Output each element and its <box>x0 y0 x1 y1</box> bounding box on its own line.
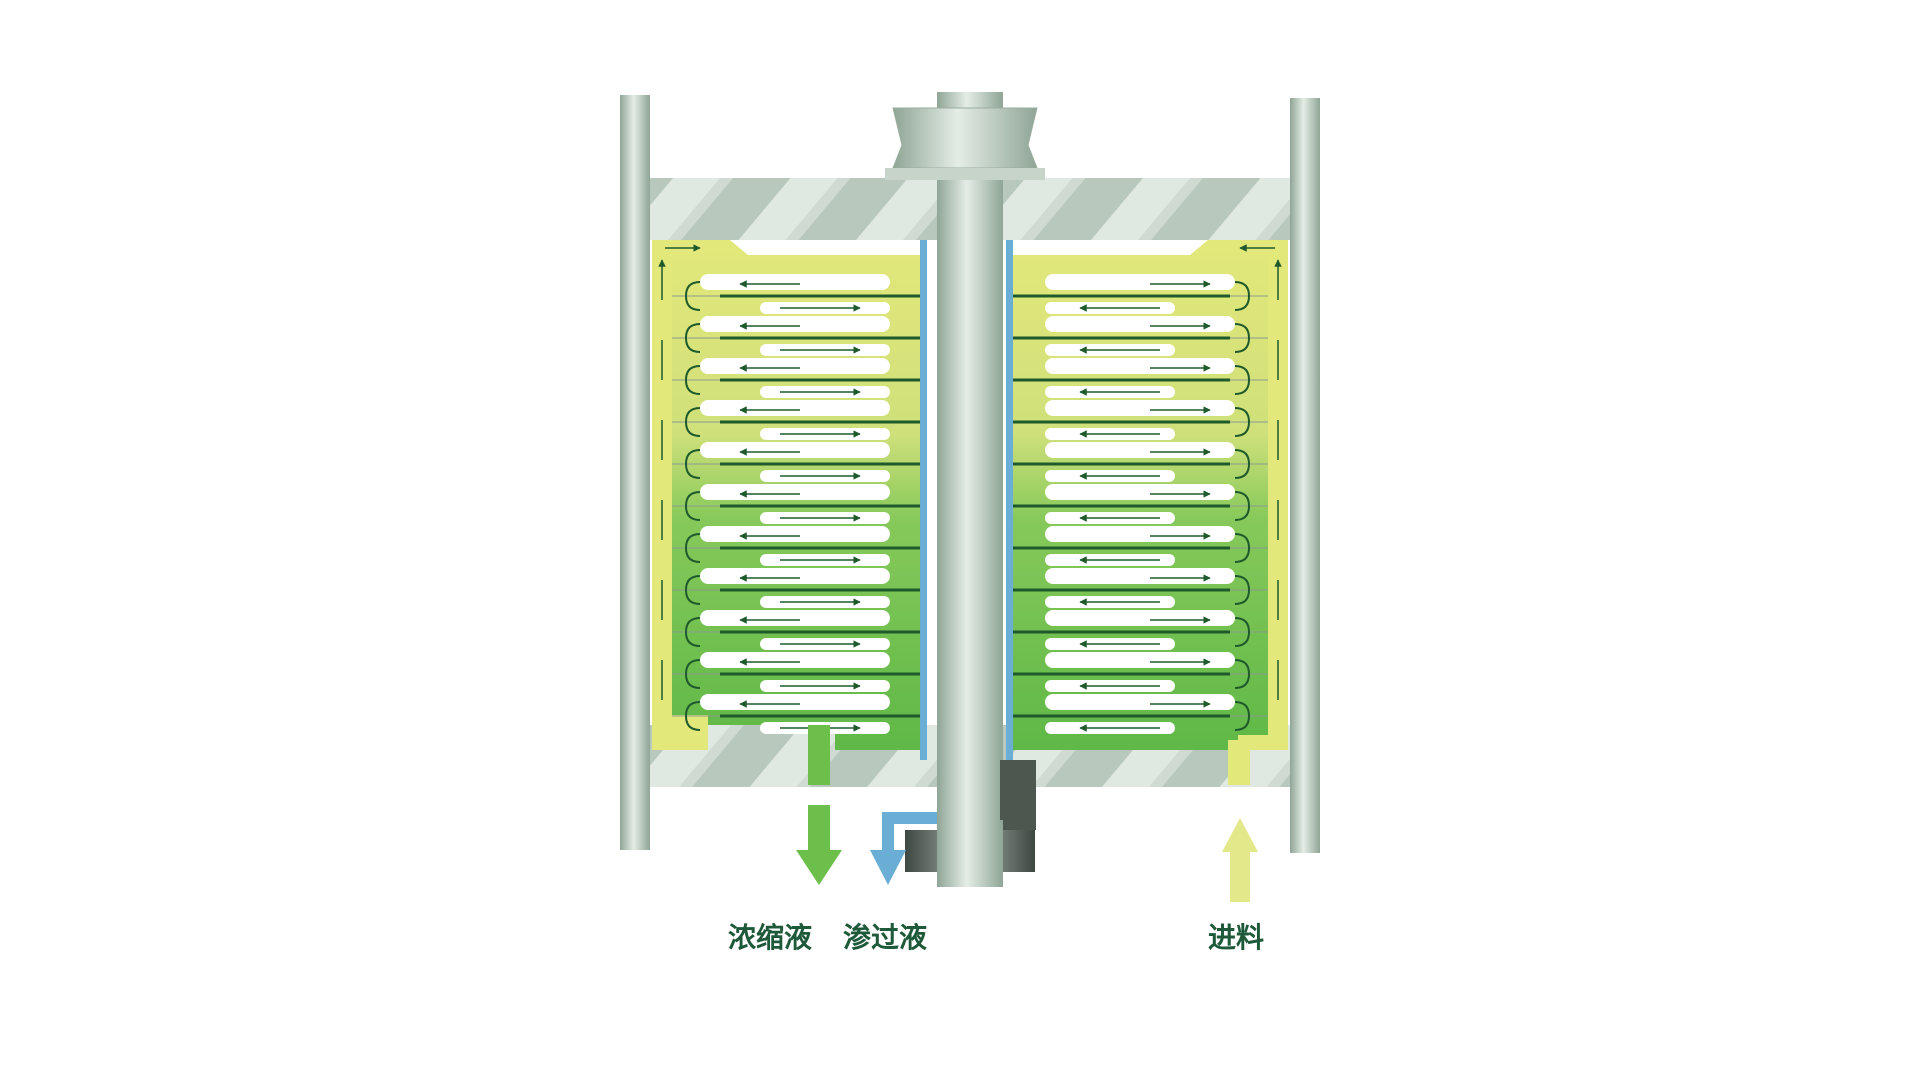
concentrate-label: 浓缩液 <box>728 921 812 954</box>
separator-slot <box>700 442 890 458</box>
flow-uturn <box>1234 407 1251 437</box>
separator-slot <box>1045 316 1235 332</box>
flow-uturn <box>1234 575 1251 605</box>
separator-slot <box>1045 694 1235 710</box>
flow-uturn <box>1234 365 1251 395</box>
central-bolt <box>937 92 1003 887</box>
feed-label: 进料 <box>1208 921 1264 954</box>
flow-uturn <box>684 701 701 731</box>
right-tie-rod <box>1290 98 1320 853</box>
permeate-label: 渗过液 <box>843 921 927 954</box>
flow-uturn <box>1234 617 1251 647</box>
separator-slot <box>1045 652 1235 668</box>
separator-slot <box>1045 400 1235 416</box>
separator-slot <box>700 358 890 374</box>
separator-slot <box>1045 484 1235 500</box>
flow-uturn <box>1234 323 1251 353</box>
feed-inlet-arrow <box>1222 818 1258 902</box>
flow-uturn <box>1234 449 1251 479</box>
flow-arrows <box>658 244 1282 732</box>
permeate-channel-left <box>920 240 927 760</box>
separator-slot <box>1045 526 1235 542</box>
permeate-outlet-arrow <box>870 812 937 885</box>
flow-uturn <box>1234 533 1251 563</box>
flow-uturn <box>684 575 701 605</box>
flow-uturn <box>684 659 701 689</box>
central-bolt-end <box>937 820 1003 885</box>
flow-uturn <box>684 365 701 395</box>
flow-uturn <box>1234 659 1251 689</box>
separator-slot <box>700 694 890 710</box>
separator-slot <box>700 316 890 332</box>
flow-uturn <box>684 407 701 437</box>
separator-slot <box>700 610 890 626</box>
feed-pipe <box>1228 740 1250 785</box>
separator-slot <box>700 652 890 668</box>
flow-uturn <box>684 323 701 353</box>
separator-slot <box>1045 610 1235 626</box>
separator-slot <box>700 484 890 500</box>
flow-uturn <box>1234 491 1251 521</box>
hex-nut <box>885 107 1045 180</box>
flow-uturn <box>684 449 701 479</box>
right-membrane-slots <box>1013 274 1268 734</box>
separator-slot <box>700 568 890 584</box>
separator-slot <box>1045 274 1235 290</box>
flow-uturn <box>1234 281 1251 311</box>
separator-slot <box>1045 358 1235 374</box>
left-tie-rod <box>620 95 650 850</box>
feed-channel-right <box>1238 240 1288 750</box>
separator-slot <box>1045 442 1235 458</box>
flow-uturn <box>684 491 701 521</box>
flow-uturn <box>684 533 701 563</box>
bottom-collar-block <box>1000 760 1036 830</box>
separator-slot <box>700 400 890 416</box>
flow-uturn <box>1234 701 1251 731</box>
flow-uturn <box>684 281 701 311</box>
concentrate-pipe <box>808 725 830 785</box>
permeate-channel-right <box>1006 240 1013 760</box>
separator-slot <box>1045 568 1235 584</box>
concentrate-outlet-arrow <box>796 805 842 885</box>
flow-uturn <box>684 617 701 647</box>
feed-channel-left <box>652 240 708 750</box>
separator-slot <box>700 274 890 290</box>
separator-slot <box>700 526 890 542</box>
